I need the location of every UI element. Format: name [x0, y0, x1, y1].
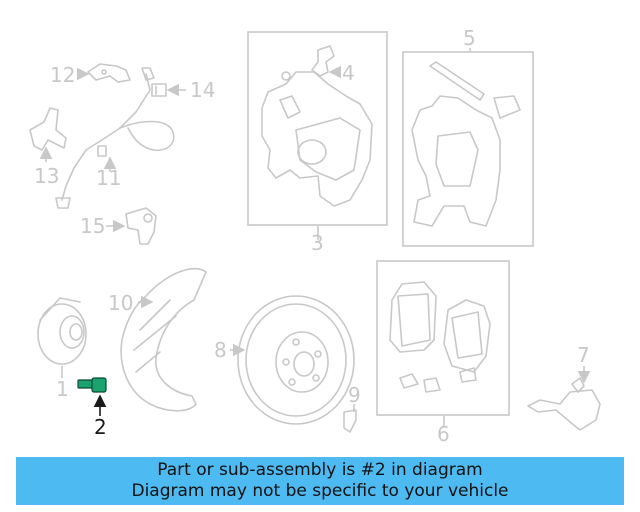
part-13-bracket — [29, 107, 67, 151]
part-5-carrier — [411, 61, 521, 227]
callout-6: 6 — [437, 422, 450, 446]
callout-4: 4 — [342, 61, 355, 85]
part-2-wheel-bolt — [77, 377, 107, 393]
part-15-wheel-speed-sensor — [125, 207, 157, 245]
callout-5: 5 — [463, 26, 476, 50]
callout-8: 8 — [214, 338, 227, 362]
part-6-brake-pads — [389, 281, 491, 393]
banner-line-2: Diagram may not be specific to your vehi… — [131, 481, 509, 501]
part-7-wear-sensor — [527, 377, 601, 431]
part-14-clip — [151, 83, 167, 97]
callout-2: 2 — [94, 415, 107, 439]
callout-1: 1 — [56, 377, 69, 401]
part-4-bleeder — [311, 45, 335, 77]
callout-15: 15 — [80, 214, 105, 238]
callout-10: 10 — [108, 291, 133, 315]
part-8-brake-rotor — [237, 295, 355, 425]
part-3-box — [247, 31, 388, 226]
info-banner: Part or sub-assembly is #2 in diagram Di… — [16, 457, 624, 505]
callout-12: 12 — [50, 63, 75, 87]
part-1-hub — [37, 297, 87, 365]
callout-3: 3 — [311, 231, 324, 255]
part-12-bracket — [87, 63, 131, 83]
part-9-bolt — [343, 409, 357, 433]
callout-9: 9 — [348, 383, 361, 407]
callout-13: 13 — [34, 164, 59, 188]
part-5-box — [402, 51, 534, 247]
callout-11: 11 — [96, 166, 121, 190]
part-10-splash-shield — [120, 268, 207, 412]
callout-7: 7 — [577, 343, 590, 367]
part-3-caliper — [261, 71, 373, 207]
callout-14: 14 — [190, 78, 215, 102]
part-11-brake-hose — [55, 67, 175, 209]
banner-line-1: Part or sub-assembly is #2 in diagram — [157, 460, 483, 480]
part-6-box — [376, 260, 510, 416]
